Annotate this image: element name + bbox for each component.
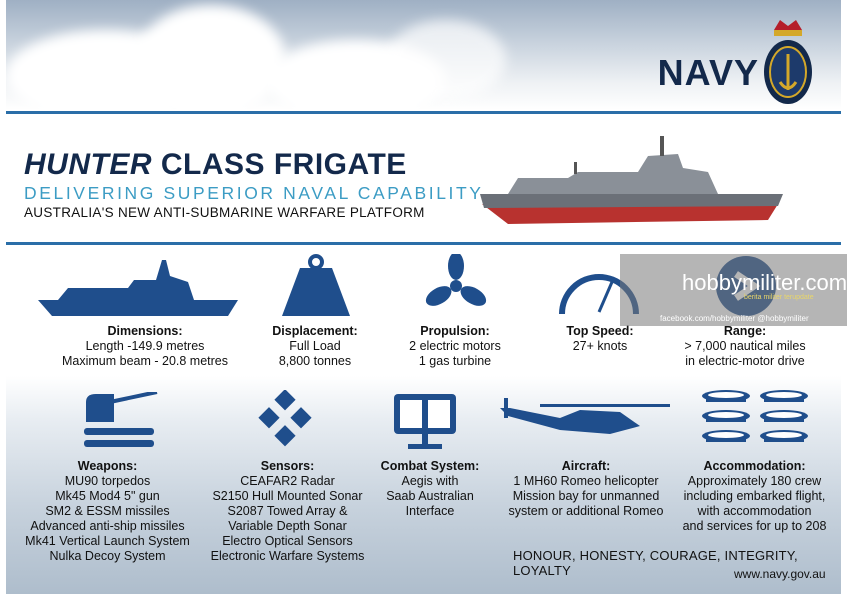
capability-label: Aircraft: bbox=[561, 459, 611, 473]
spec-label: Dimensions: bbox=[107, 324, 183, 338]
spec-line: Maximum beam - 20.8 metres bbox=[61, 354, 229, 368]
capability-line: SM2 & ESSM missiles bbox=[45, 504, 170, 518]
capability-line: Approximately 180 crew bbox=[687, 474, 822, 488]
navy-crest-icon bbox=[764, 20, 812, 104]
ship-silhouette-icon bbox=[38, 260, 238, 316]
capability-line: system or additional Romeo bbox=[508, 504, 664, 518]
navy-logo: NAVY bbox=[657, 52, 759, 93]
capability-line: Mk45 Mod4 5" gun bbox=[55, 489, 160, 503]
watermark-social: facebook.com/hobbymiliter @hobbymiliter bbox=[660, 314, 809, 323]
capability-line: Advanced anti-ship missiles bbox=[30, 519, 185, 533]
gun-missiles-icon bbox=[84, 392, 158, 447]
divider-middle bbox=[6, 242, 841, 245]
capability-line: including embarked flight, bbox=[683, 489, 826, 503]
capability-line: S2150 Hull Mounted Sonar bbox=[212, 489, 363, 503]
spec-line: 27+ knots bbox=[572, 339, 628, 353]
capability-label: Sensors: bbox=[260, 459, 315, 473]
sensors-diamond-icon bbox=[258, 390, 312, 447]
capability-line: Nulka Decoy System bbox=[49, 549, 166, 563]
capability-line: Electro Optical Sensors bbox=[222, 534, 353, 548]
capability-line: with accommodation bbox=[697, 504, 812, 518]
capability-line: Electronic Warfare Systems bbox=[210, 549, 365, 563]
capability-line: Mission bay for unmanned bbox=[512, 489, 660, 503]
capability-line: 1 MH60 Romeo helicopter bbox=[513, 474, 659, 488]
crew-caps-icon bbox=[702, 390, 808, 442]
spec-label: Propulsion: bbox=[420, 324, 490, 338]
spec-label: Range: bbox=[723, 324, 767, 338]
capability-line: MU90 torpedos bbox=[64, 474, 151, 488]
divider-top bbox=[6, 111, 841, 114]
subtitle: DELIVERING SUPERIOR NAVAL CAPABILITY bbox=[24, 183, 484, 203]
capability-line: Aegis with bbox=[401, 474, 459, 488]
watermark-slogan: berita militer terupdate bbox=[744, 294, 814, 301]
spec-line: Length -149.9 metres bbox=[85, 339, 205, 353]
spec-line: in electric-motor drive bbox=[685, 354, 805, 368]
capability-line: S2087 Towed Array & bbox=[227, 504, 348, 518]
spec-line: > 7,000 nautical miles bbox=[684, 339, 806, 353]
frigate-image bbox=[480, 136, 783, 224]
title-italic: HUNTER bbox=[24, 148, 152, 181]
combat-system-monitor-icon bbox=[394, 394, 456, 449]
capability-line: Saab Australian bbox=[386, 489, 474, 503]
navy-values: HONOUR, HONESTY, COURAGE, INTEGRITY, LOY… bbox=[513, 548, 798, 578]
tagline: AUSTRALIA'S NEW ANTI-SUBMARINE WARFARE P… bbox=[24, 205, 425, 220]
spec-line: Full Load bbox=[289, 339, 341, 353]
spec-line: 1 gas turbine bbox=[418, 354, 492, 368]
weight-icon bbox=[282, 254, 350, 316]
title-rest: CLASS FRIGATE bbox=[160, 148, 407, 181]
watermark-site: hobbymiliter.com bbox=[682, 270, 847, 295]
capability-label: Accommodation: bbox=[703, 459, 806, 473]
spec-label: Top Speed: bbox=[566, 324, 634, 338]
capability-label: Weapons: bbox=[77, 459, 138, 473]
capability-line: CEAFAR2 Radar bbox=[240, 474, 335, 488]
propeller-icon bbox=[425, 254, 487, 306]
capability-line: and services for up to 208 bbox=[682, 519, 827, 533]
spec-line: 2 electric motors bbox=[409, 339, 501, 353]
watermark: hobbymiliter.com berita militer terupdat… bbox=[620, 254, 847, 326]
capability-line: Variable Depth Sonar bbox=[228, 519, 347, 533]
capability-line: Interface bbox=[405, 504, 455, 518]
spec-line: 8,800 tonnes bbox=[278, 354, 352, 368]
sky-banner bbox=[6, 0, 841, 110]
helicopter-icon bbox=[500, 398, 670, 434]
spec-top-speed: Top Speed:27+ knots bbox=[535, 324, 665, 354]
spec-label: Displacement: bbox=[272, 324, 358, 338]
capability-line: Mk41 Vertical Launch System bbox=[25, 534, 190, 548]
navy-website-link[interactable]: www.navy.gov.au bbox=[734, 567, 826, 581]
page-title: HUNTER CLASS FRIGATE bbox=[24, 148, 407, 182]
capability-label: Combat System: bbox=[380, 459, 480, 473]
